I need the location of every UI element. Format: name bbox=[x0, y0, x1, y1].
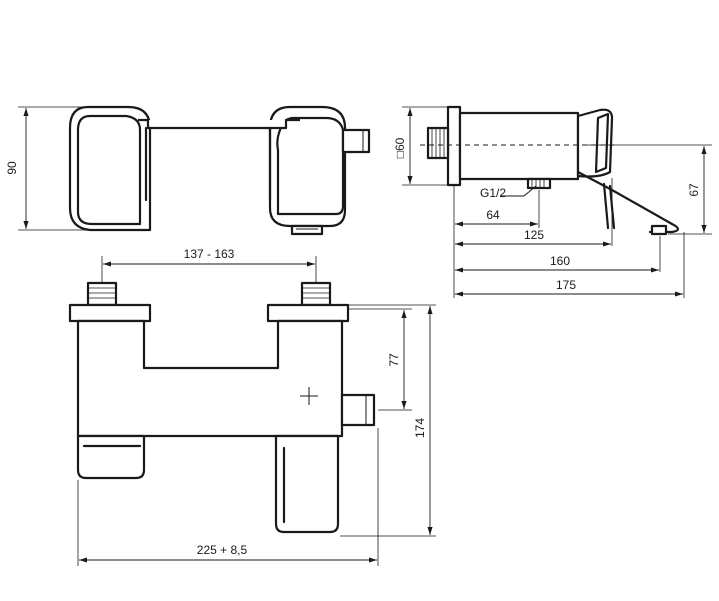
dim-label-175: 175 bbox=[556, 278, 576, 292]
top-view-outlet bbox=[341, 128, 371, 154]
side-view-body bbox=[458, 111, 580, 181]
dim-label-77: 77 bbox=[387, 353, 401, 367]
side-view-spout-tip bbox=[650, 224, 668, 236]
dim-label-67: 67 bbox=[687, 183, 701, 197]
leader-line bbox=[523, 185, 537, 197]
right-flange bbox=[266, 303, 350, 323]
side-view: □60 G1/2 64 125 160 175 67 bbox=[393, 105, 712, 298]
dim-label-174: 174 bbox=[413, 418, 427, 438]
spout-edge bbox=[602, 182, 610, 230]
top-view-nozzle bbox=[290, 224, 324, 236]
dim-label-60: □60 bbox=[393, 137, 407, 158]
front-view-outlet bbox=[340, 393, 376, 427]
side-view-inlet bbox=[426, 126, 450, 160]
front-view: 137 - 163 77 1 bbox=[68, 247, 436, 566]
lever-face bbox=[594, 112, 610, 174]
side-view-shower-outlet bbox=[526, 177, 552, 190]
dim-label-64: 64 bbox=[486, 208, 500, 222]
side-view-spout bbox=[576, 170, 680, 234]
dim-label-spacing: 137 - 163 bbox=[184, 247, 235, 261]
right-inlet-thread bbox=[300, 281, 332, 307]
front-view-body bbox=[76, 319, 344, 438]
left-flange bbox=[68, 303, 152, 323]
top-view-body bbox=[138, 118, 300, 130]
dim-label-width: 225 + 8,5 bbox=[197, 543, 248, 557]
thread-label: G1/2 bbox=[480, 186, 506, 200]
front-view-left-lever bbox=[76, 434, 146, 480]
top-view-left-handle bbox=[68, 105, 152, 232]
top-view-left-lever bbox=[76, 114, 142, 226]
left-inlet-thread bbox=[86, 281, 118, 307]
dim-label-90: 90 bbox=[5, 161, 19, 175]
top-view-right-lever bbox=[276, 116, 345, 216]
top-view: 90 bbox=[5, 105, 371, 236]
front-view-spout bbox=[274, 434, 340, 534]
dim-label-160: 160 bbox=[550, 254, 570, 268]
dim-label-125: 125 bbox=[524, 228, 544, 242]
side-view-flange bbox=[446, 105, 462, 187]
